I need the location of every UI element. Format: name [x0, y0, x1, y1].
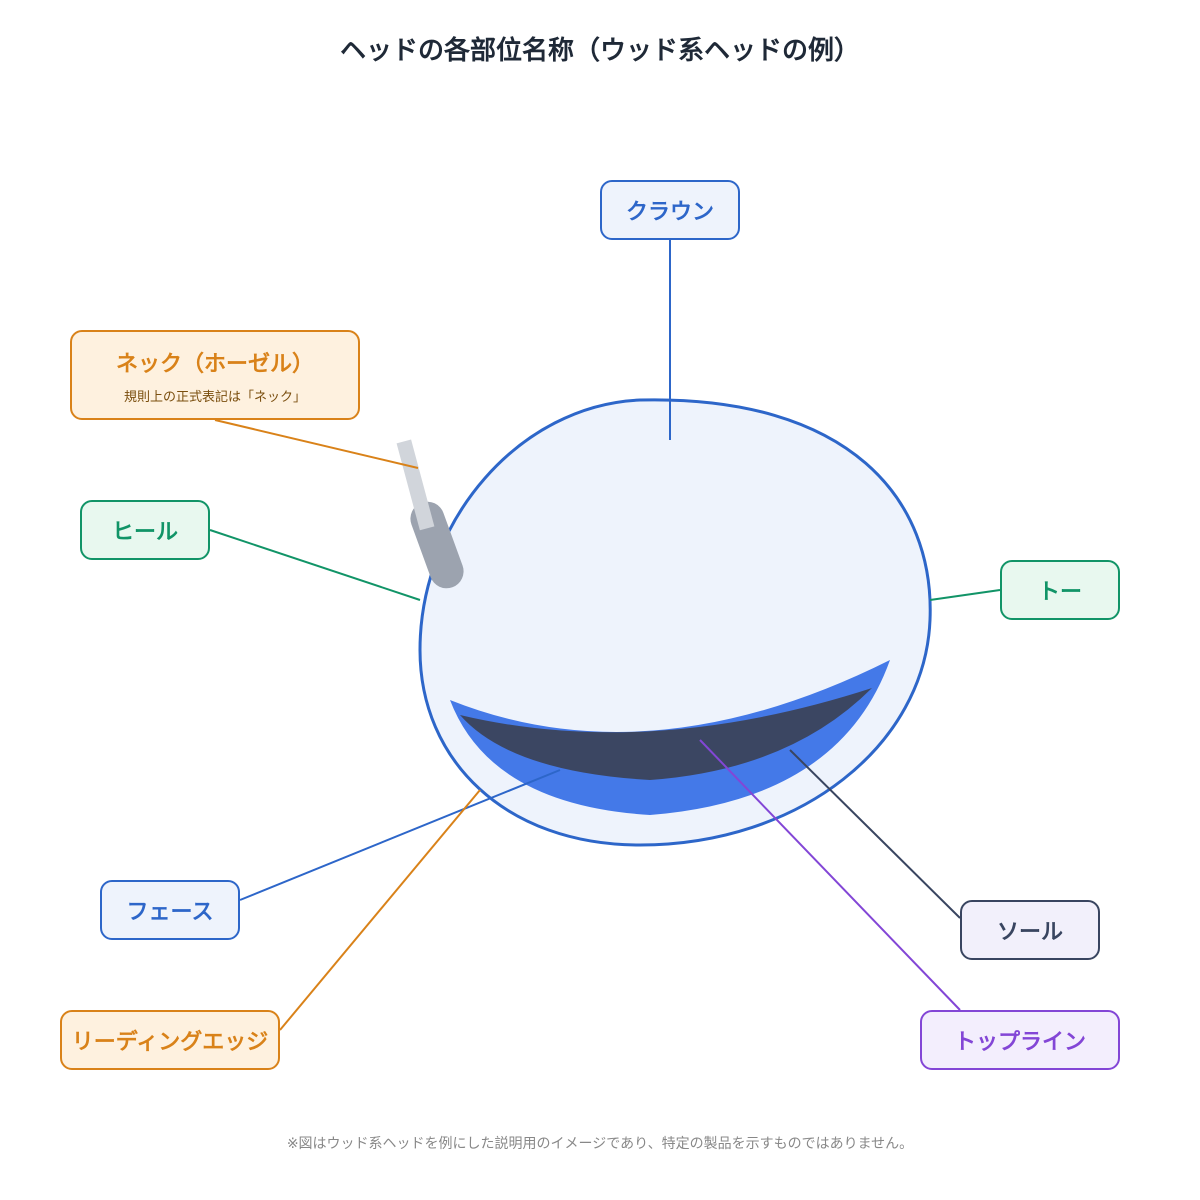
label-toe: トー [1000, 560, 1120, 620]
label-neck-note: 規則上の正式表記は「ネック」 [123, 389, 306, 405]
shaft-icon [396, 439, 435, 531]
leader-face [239, 769, 561, 901]
label-top-line-text: トップライン [953, 1030, 1086, 1055]
leader-leading-edge [279, 789, 481, 1031]
label-leading-edge: リーディングエッジ [60, 1010, 280, 1070]
label-leading-edge-text: リーディングエッジ [71, 1030, 269, 1055]
label-toe-text: トー [1037, 580, 1082, 605]
leader-neck [214, 419, 419, 469]
leader-heel [209, 529, 421, 601]
label-face-text: フェース [126, 900, 214, 925]
leader-sole [789, 749, 961, 919]
leader-top-line [699, 739, 961, 1011]
label-sole: ソール [960, 900, 1100, 960]
label-sole-text: ソール [996, 920, 1063, 945]
label-heel-text: ヒール [111, 520, 178, 545]
leader-toe [929, 589, 1001, 601]
label-crown: クラウン [600, 180, 740, 240]
top-line-band [460, 688, 872, 780]
label-heel: ヒール [80, 500, 210, 560]
label-neck-text: ネック（ホーゼル） [115, 351, 314, 377]
label-top-line: トップライン [920, 1010, 1120, 1070]
label-crown-text: クラウン [625, 200, 714, 225]
diagram-title: ヘッドの各部位名称（ウッド系ヘッドの例） [339, 36, 860, 66]
label-face: フェース [100, 880, 240, 940]
footnote: ※図はウッド系ヘッドを例にした説明用のイメージであり、特定の製品を示すものではあ… [286, 1136, 914, 1152]
label-neck: ネック（ホーゼル） 規則上の正式表記は「ネック」 [70, 330, 360, 420]
